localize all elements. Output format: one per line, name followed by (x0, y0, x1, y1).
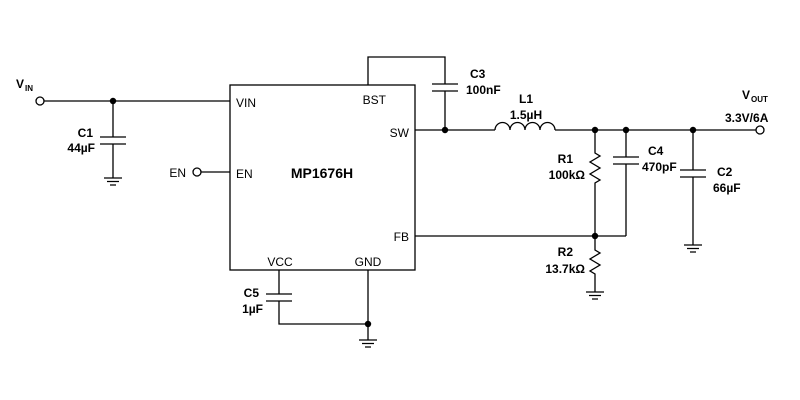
r1-symbol (588, 130, 602, 236)
vout-terminal-circle (755, 125, 765, 135)
vin-terminal-circle (35, 96, 45, 106)
c4-symbol (613, 130, 639, 236)
c3-symbol (432, 83, 458, 130)
l1-inductor: L1 1.5µH (494, 92, 556, 131)
c1-value: 44µF (67, 141, 95, 155)
c2-ground-icon (684, 244, 702, 253)
r1-value: 100kΩ (549, 168, 586, 182)
pin-vcc-label: VCC (267, 255, 293, 269)
pin-vin-label: VIN (236, 96, 256, 110)
c1-ground-icon (104, 177, 122, 186)
gnd-ground-icon (359, 339, 377, 348)
c5-value: 1µF (242, 302, 263, 316)
en-terminal: EN (169, 166, 230, 180)
vin-label: V (16, 77, 24, 91)
c4-value: 470pF (642, 160, 677, 174)
vout-label: V (742, 88, 750, 102)
pin-en-label: EN (236, 167, 253, 181)
gnd-junction (364, 320, 372, 328)
vout-label-sub: OUT (751, 95, 768, 104)
vin-terminal: V IN (16, 77, 45, 106)
c2-ref: C2 (717, 165, 733, 179)
vout-rating: 3.3V/6A (725, 111, 769, 125)
c1-capacitor: C1 44µF (67, 101, 126, 186)
c3-capacitor: C3 100nF (432, 67, 501, 130)
c3-value: 100nF (466, 83, 501, 97)
c2-capacitor: C2 66µF (680, 130, 741, 253)
c4-ref: C4 (648, 144, 664, 158)
r2-symbol (588, 236, 602, 292)
l1-value: 1.5µH (510, 108, 542, 122)
ic-body (229, 84, 416, 271)
sw-junction (441, 126, 449, 134)
c5-ref: C5 (244, 286, 260, 300)
pin-sw-label: SW (390, 126, 410, 140)
r2-ground-icon (586, 291, 604, 300)
r2-value: 13.7kΩ (545, 262, 585, 276)
c1-ref: C1 (78, 126, 94, 140)
c5-capacitor: C5 1µF (242, 270, 368, 325)
c1-symbol (100, 101, 126, 178)
pin-fb-label: FB (394, 230, 409, 244)
vin-label-sub: IN (25, 84, 33, 93)
en-terminal-circle (192, 167, 202, 177)
c5-symbol (266, 270, 368, 325)
pin-bst-label: BST (363, 93, 387, 107)
bst-wire (367, 56, 446, 85)
ic-name: MP1676H (291, 165, 353, 181)
r1-resistor: R1 100kΩ (549, 130, 602, 236)
c2-symbol (680, 130, 706, 245)
r2-ref: R2 (558, 245, 574, 259)
pin-gnd-label: GND (355, 255, 382, 269)
en-label: EN (169, 166, 186, 180)
l1-coil (494, 121, 556, 131)
l1-ref: L1 (519, 92, 533, 106)
c4-capacitor: C4 470pF (613, 130, 677, 236)
vout-terminal: V OUT 3.3V/6A (725, 88, 769, 135)
c3-ref: C3 (470, 67, 486, 81)
r2-resistor: R2 13.7kΩ (545, 236, 604, 300)
c2-value: 66µF (713, 181, 741, 195)
r1-ref: R1 (558, 152, 574, 166)
